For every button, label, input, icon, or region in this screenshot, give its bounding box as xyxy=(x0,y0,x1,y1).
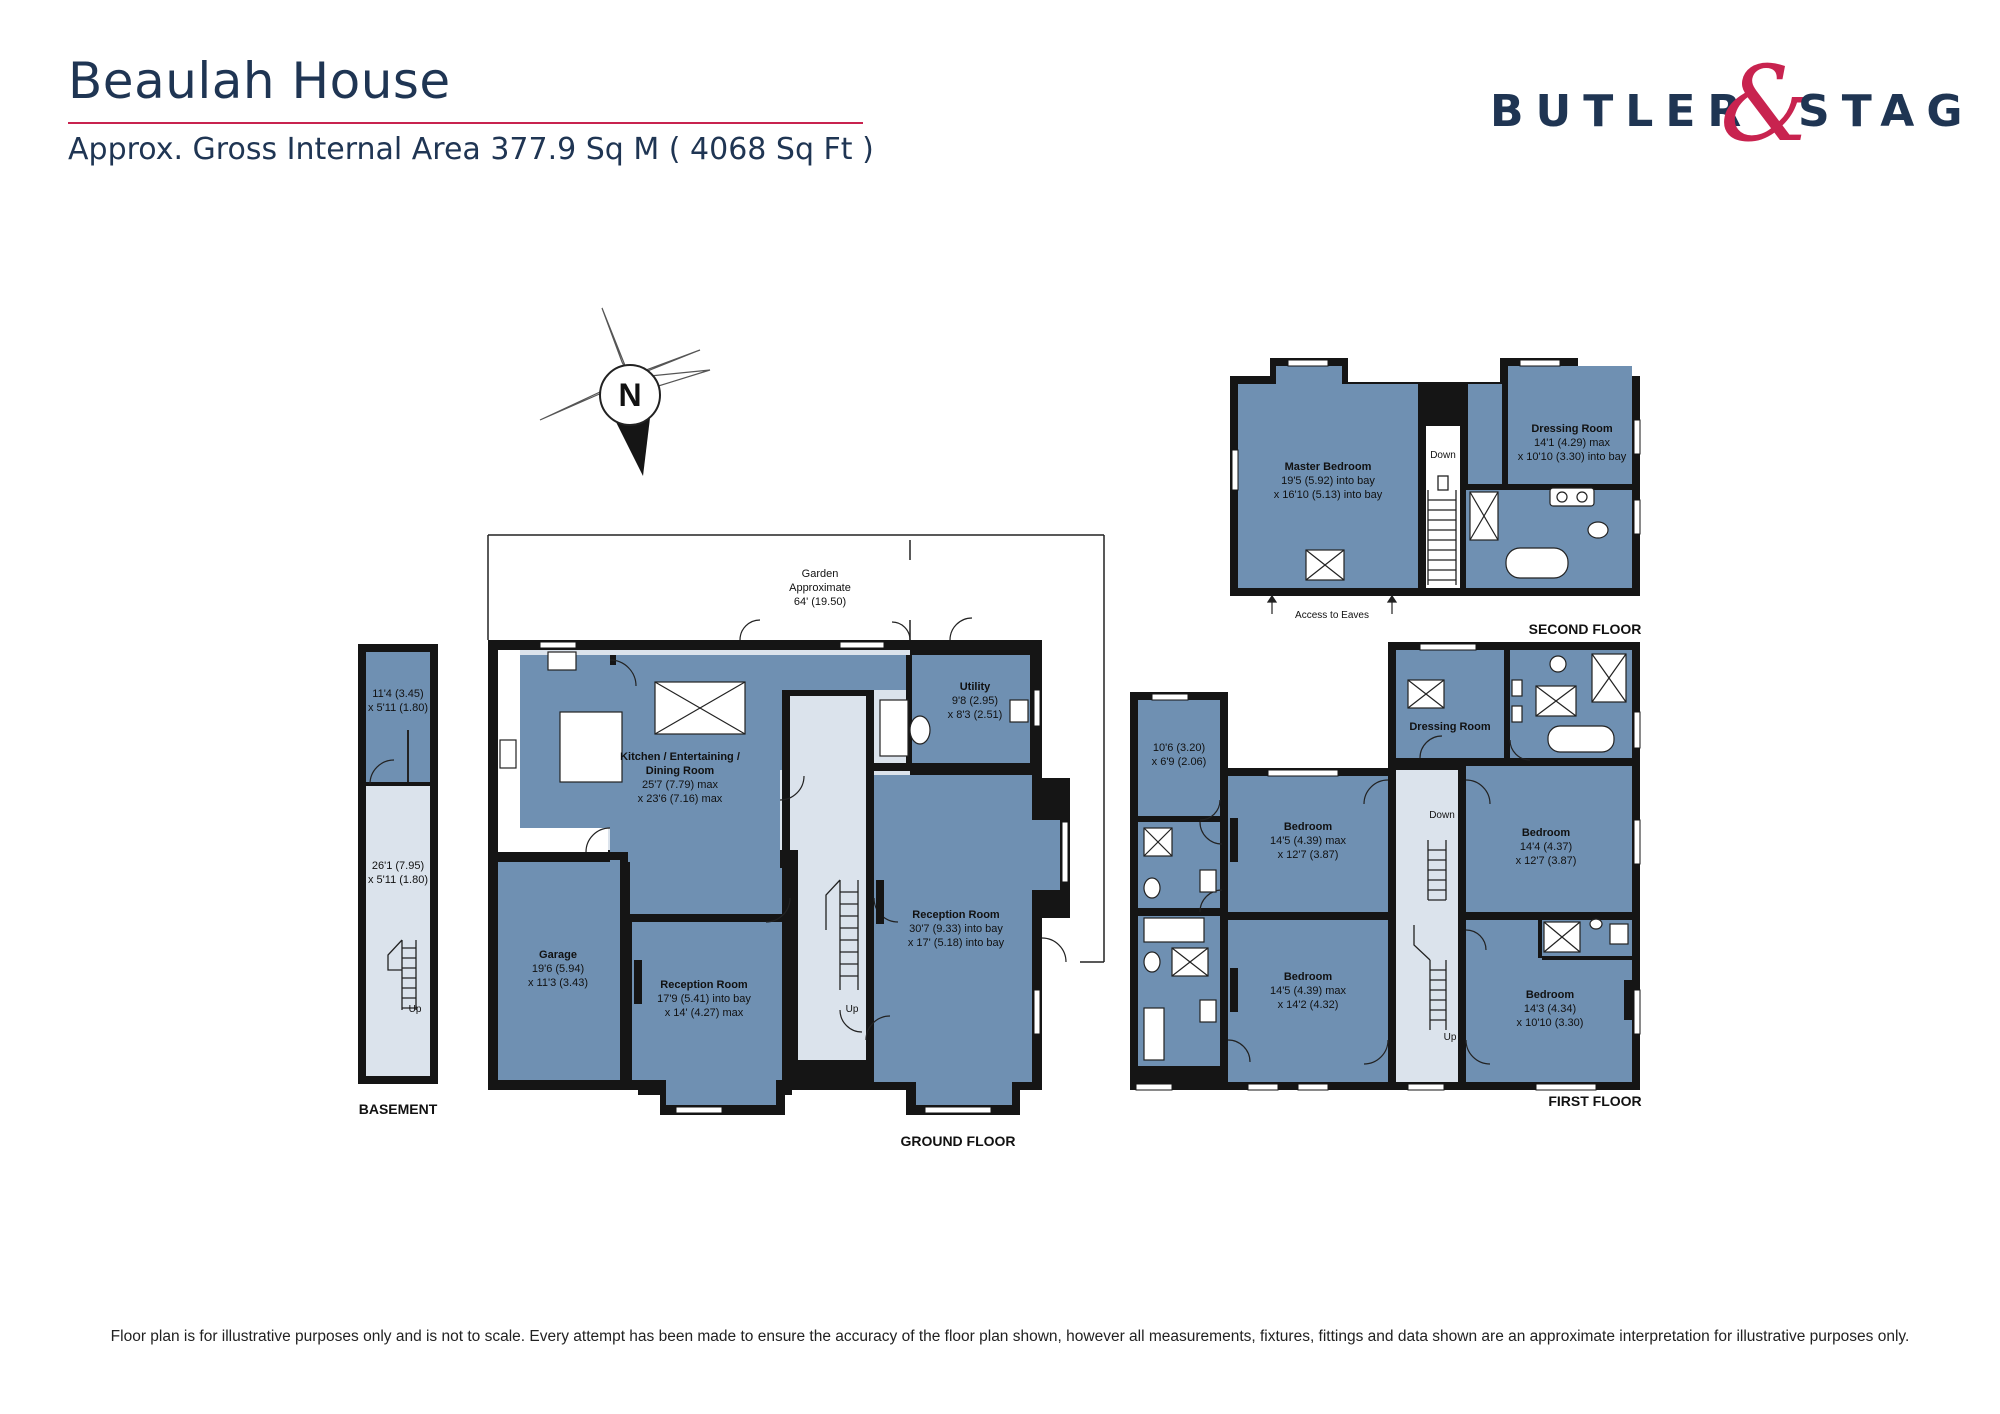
bedroom-dimension: 14'4 (4.37) xyxy=(1520,841,1572,853)
ground-stairs xyxy=(825,879,859,990)
master-bedroom-dimension: 19'5 (5.92) into bay xyxy=(1281,475,1375,487)
page-title: Beaulah House xyxy=(68,52,451,110)
floor-label-ground: GROUND FLOOR xyxy=(900,1133,1015,1149)
reception-room-large-dimension-2: x 17' (5.18) into bay xyxy=(908,937,1005,949)
brand-word-right: STAG xyxy=(1798,86,1975,137)
compass-n-label: N xyxy=(618,377,641,413)
bedroom-dimension-2: x 12'7 (3.87) xyxy=(1516,855,1577,867)
basement-long-room-dimension: 26'1 (7.95) xyxy=(372,860,424,872)
first-small-room-dimension-2: x 6'9 (2.06) xyxy=(1152,756,1207,768)
reception-room-large-dimension: 30'7 (9.33) into bay xyxy=(909,923,1003,935)
dressing-room-label: Dressing Room xyxy=(1409,721,1491,733)
master-bedroom-dimension-2: x 16'10 (5.13) into bay xyxy=(1274,489,1383,501)
kitchen-dimension: 25'7 (7.79) max xyxy=(642,779,719,791)
floor-label-first: FIRST FLOOR xyxy=(1548,1093,1641,1109)
first-fireplaces xyxy=(1230,818,1632,1020)
second-stairs xyxy=(1427,475,1457,585)
ground-windows xyxy=(539,641,1069,1114)
disclaimer-text: Floor plan is for illustrative purposes … xyxy=(110,1328,1910,1345)
garden-label-2: Approximate xyxy=(789,582,851,594)
kitchen-dimension-2: x 23'6 (7.16) max xyxy=(638,793,723,805)
bedroom-label: Bedroom xyxy=(1526,989,1575,1001)
garage-dimension-2: x 11'3 (3.43) xyxy=(528,977,588,989)
bedroom-label: Bedroom xyxy=(1284,821,1333,833)
first-small-room-dimension: 10'6 (3.20) xyxy=(1153,742,1205,754)
ground-stairs-up: Up xyxy=(846,1004,859,1015)
reception-room-large-label: Reception Room xyxy=(912,909,1000,921)
first-stairs xyxy=(1413,840,1447,1030)
first-bathroom-fixtures xyxy=(1143,653,1629,1061)
first-stairs-down: Down xyxy=(1429,810,1455,821)
basement-room-dimension: 11'4 (3.45) xyxy=(372,688,423,700)
kitchen-label: Kitchen / Entertaining / xyxy=(620,751,740,763)
garden-label: Garden xyxy=(802,568,839,580)
bedroom-label: Bedroom xyxy=(1284,971,1333,983)
ground-wc-fixtures xyxy=(879,699,1029,757)
access-to-eaves-label: Access to Eaves xyxy=(1295,610,1369,621)
basement-stairs xyxy=(387,939,417,1010)
second-floor-plan: Master Bedroom 19'5 (5.92) into bay x 16… xyxy=(1230,358,1641,637)
utility-label: Utility xyxy=(960,681,991,693)
reception-room-label: Reception Room xyxy=(660,979,748,991)
kitchen-label-2: Dining Room xyxy=(646,765,715,777)
brand-ampersand: & xyxy=(1720,43,1813,165)
utility-dimension-2: x 8'3 (2.51) xyxy=(948,709,1003,721)
basement-stairs-up: Up xyxy=(409,1004,422,1015)
garage-dimension: 19'6 (5.94) xyxy=(532,963,584,975)
first-windows xyxy=(1135,643,1641,1091)
utility-dimension: 9'8 (2.95) xyxy=(952,695,998,707)
reception-room-dimension: 17'9 (5.41) into bay xyxy=(657,993,751,1005)
brand-word-left: BUTLER xyxy=(1490,86,1754,137)
second-interior-walls xyxy=(1418,384,1632,590)
bedroom-dimension: 14'5 (4.39) max xyxy=(1270,985,1347,997)
brand-logo: BUTLER & STAG xyxy=(1480,52,1962,160)
basement-plan: 11'4 (3.45) x 5'11 (1.80) 26'1 (7.95) x … xyxy=(358,644,438,1117)
dressing-room-label: Dressing Room xyxy=(1531,423,1613,435)
ground-doors xyxy=(585,617,1067,1041)
garden-outline xyxy=(487,534,1105,963)
gross-internal-area: Approx. Gross Internal Area 377.9 Sq M (… xyxy=(68,132,874,167)
floor-label-second: SECOND FLOOR xyxy=(1529,621,1642,637)
second-stairs-down: Down xyxy=(1430,450,1456,461)
bedroom-dimension-2: x 12'7 (3.87) xyxy=(1278,849,1339,861)
first-doors xyxy=(1199,735,1531,1065)
garden-dimension: 64' (19.50) xyxy=(794,596,846,608)
ground-floor-plan: Garden Approximate 64' (19.50) xyxy=(487,534,1105,1149)
compass-icon: N xyxy=(539,307,711,476)
second-windows xyxy=(1231,359,1641,535)
eaves-markers xyxy=(1266,594,1398,614)
reception-room-dimension-2: x 14' (4.27) max xyxy=(665,1007,744,1019)
bedroom-dimension-2: x 10'10 (3.30) xyxy=(1517,1017,1584,1029)
first-interior-walls xyxy=(1130,650,1632,1084)
bedroom-label: Bedroom xyxy=(1522,827,1571,839)
basement-room-dimension-2: x 5'11 (1.80) xyxy=(368,702,428,714)
fireplaces xyxy=(634,880,884,1004)
bedroom-dimension: 14'5 (4.39) max xyxy=(1270,835,1347,847)
second-fixtures xyxy=(1305,487,1609,581)
basement-long-room-dimension-2: x 5'11 (1.80) xyxy=(368,874,428,886)
garage-label: Garage xyxy=(539,949,577,961)
master-bedroom-label: Master Bedroom xyxy=(1285,461,1372,473)
first-floor-plan: 10'6 (3.20) x 6'9 (2.06) Bedroom 14'5 (4… xyxy=(1130,642,1642,1109)
bedroom-dimension-2: x 14'2 (4.32) xyxy=(1278,999,1339,1011)
dressing-room-dimension: 14'1 (4.29) max xyxy=(1534,437,1611,449)
kitchen-fixtures xyxy=(499,651,746,783)
first-stairs-up: Up xyxy=(1444,1032,1457,1043)
dressing-room-dimension-2: x 10'10 (3.30) into bay xyxy=(1518,451,1627,463)
title-underline xyxy=(68,122,863,124)
bedroom-dimension: 14'3 (4.34) xyxy=(1524,1003,1576,1015)
floor-label-basement: BASEMENT xyxy=(359,1101,438,1117)
